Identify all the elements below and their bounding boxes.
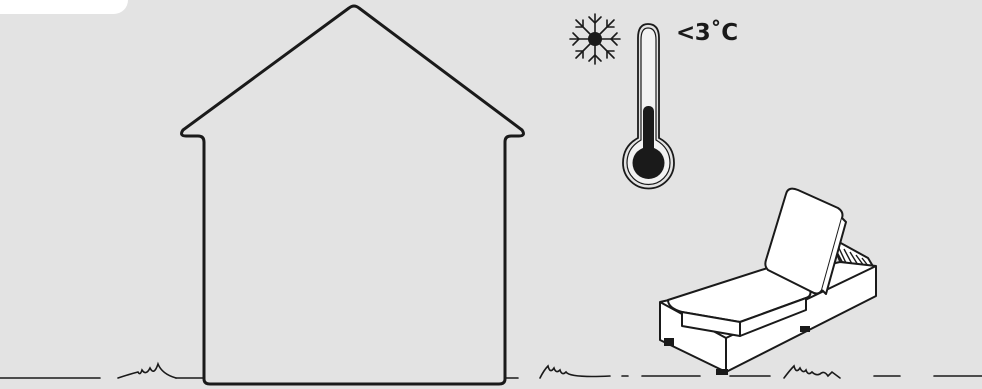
thermometer-icon (623, 24, 674, 189)
house-outline (182, 6, 524, 384)
sun-lounger (660, 189, 876, 375)
snowflake-icon (570, 14, 620, 64)
temperature-threshold-label: <3˚C (676, 22, 738, 45)
ground-line (0, 364, 982, 378)
